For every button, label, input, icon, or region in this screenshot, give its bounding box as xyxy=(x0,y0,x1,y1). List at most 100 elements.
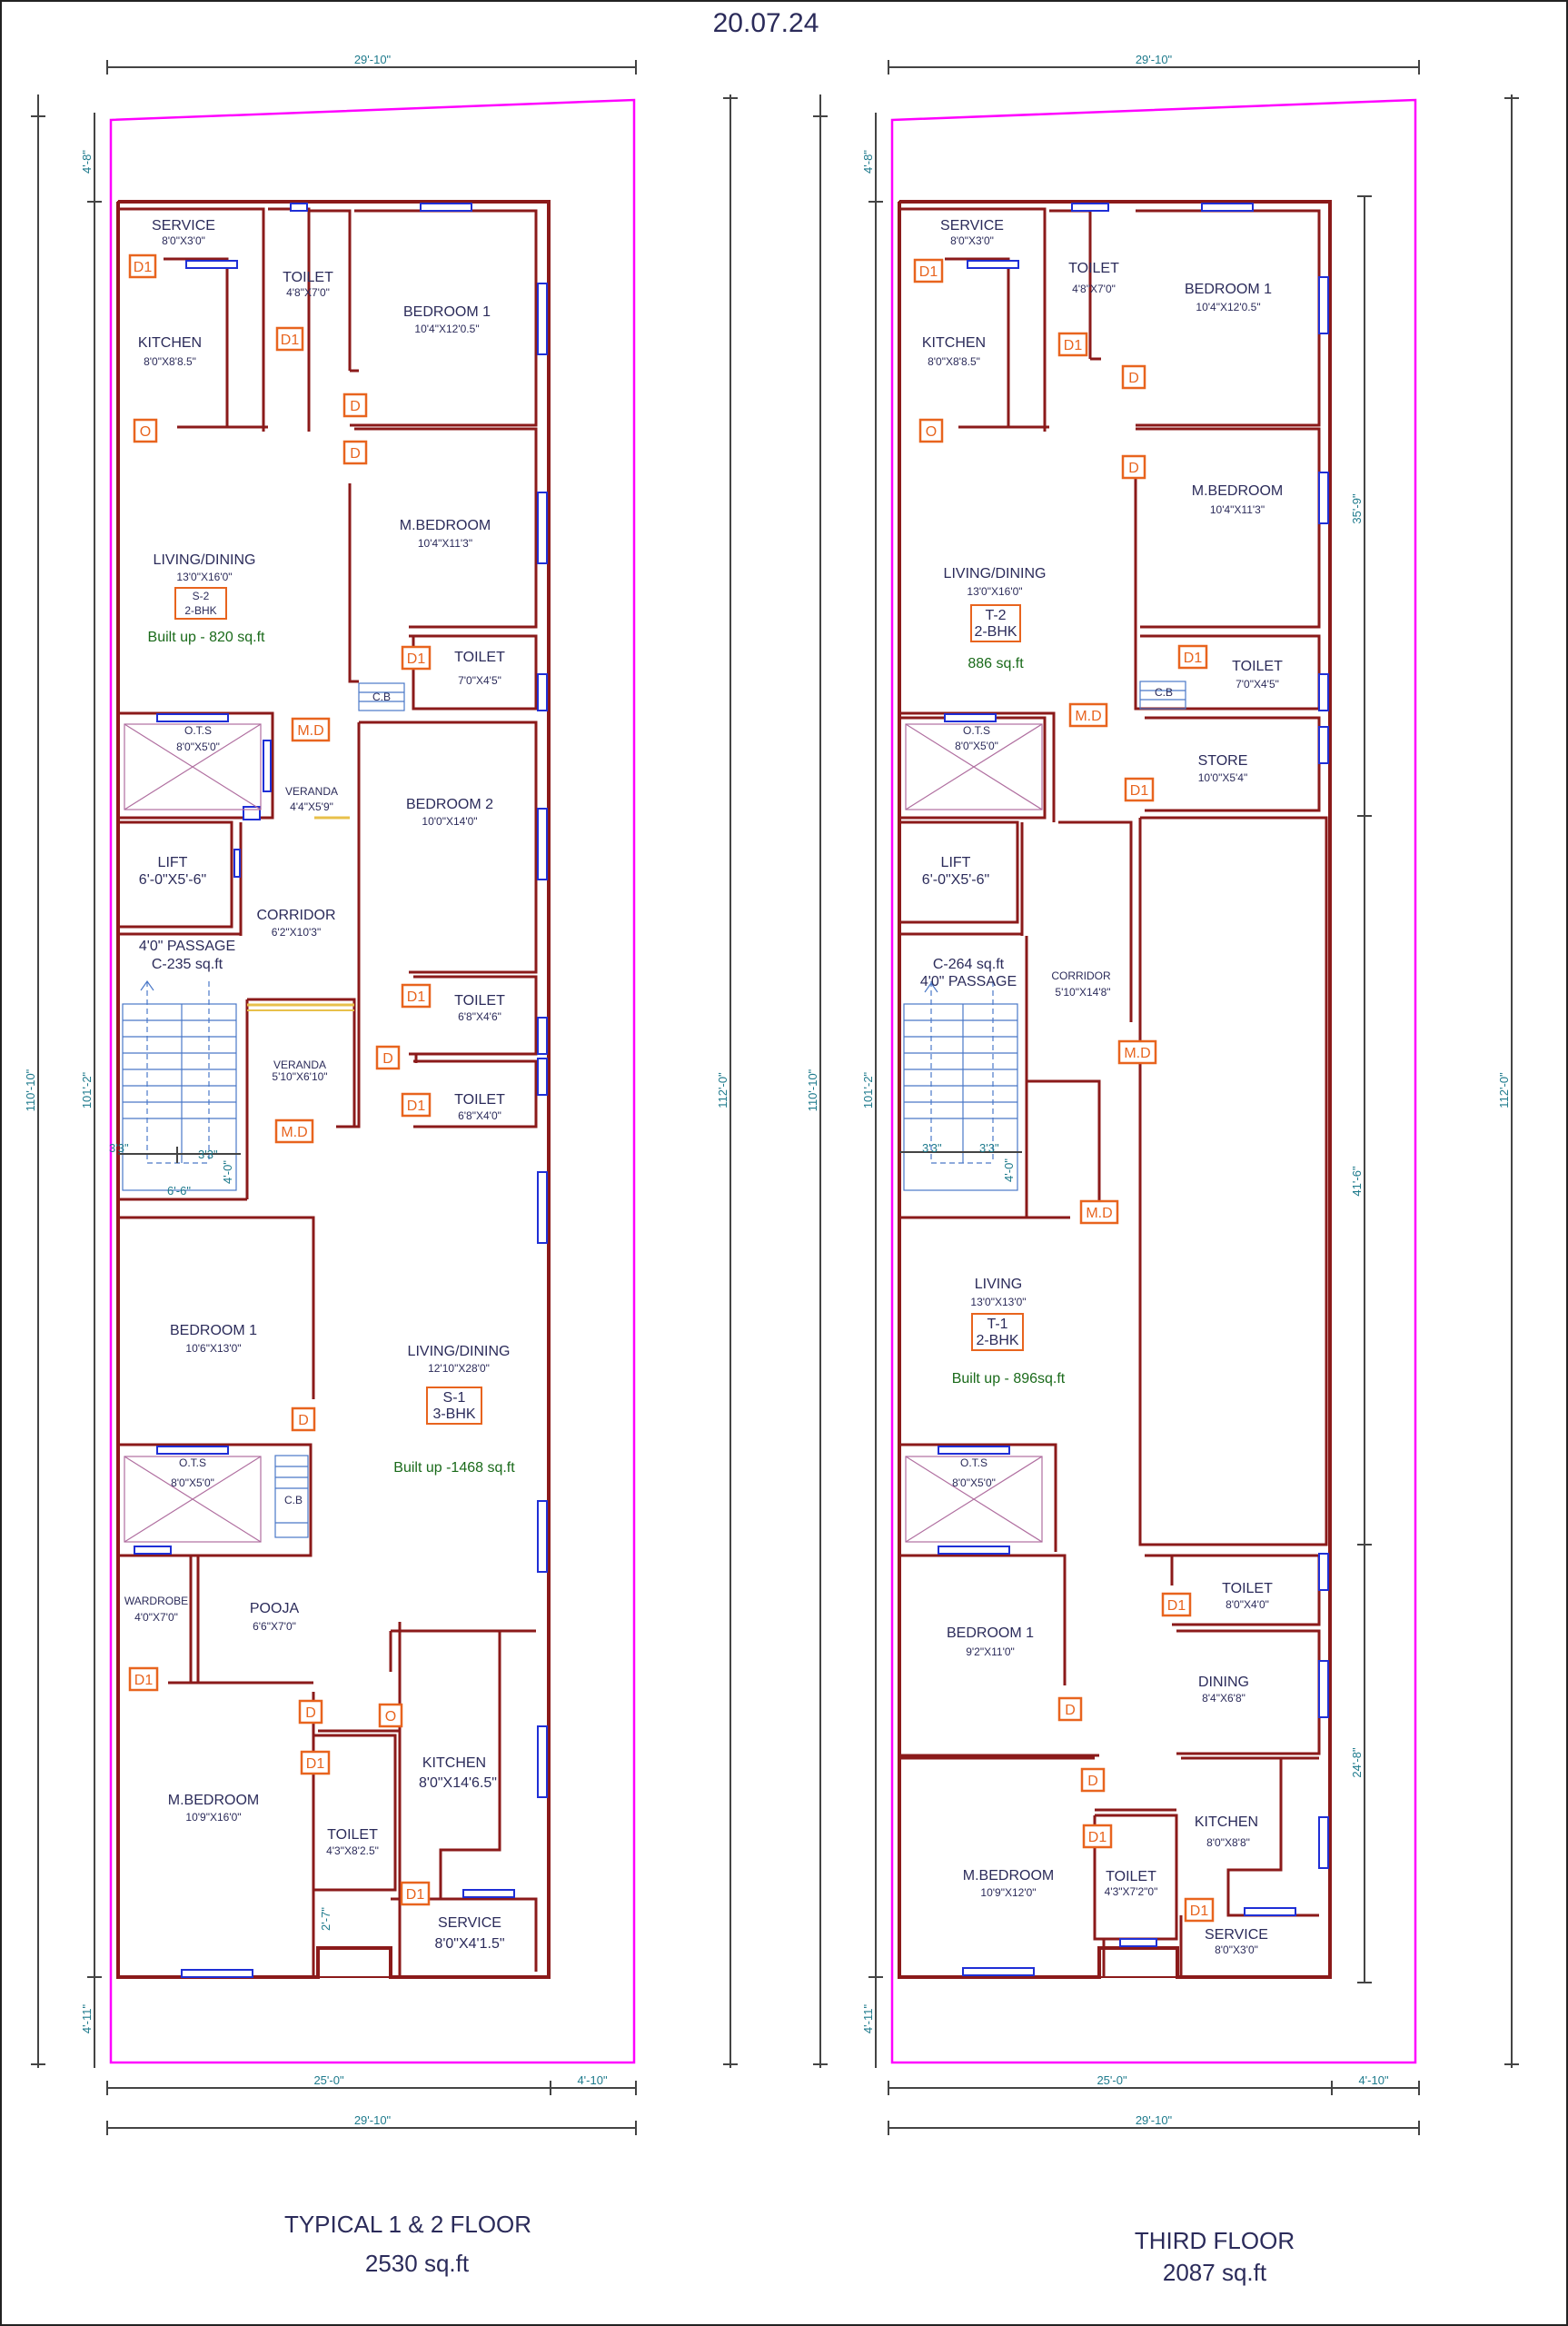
right-ots xyxy=(905,723,1043,1543)
right-dim-stair-a: 3'3" xyxy=(922,1141,942,1155)
right-kitchen-top-name: KITCHEN xyxy=(922,335,986,351)
right-unit-t1-type: 2-BHK xyxy=(976,1333,1018,1348)
left-bedroom1-top-name: BEDROOM 1 xyxy=(403,304,491,320)
door-tag: D1 xyxy=(913,258,944,283)
left-bedroom2-size: 10'0"X14'0" xyxy=(422,815,477,828)
left-unit-s1-type: 3-BHK xyxy=(432,1407,475,1422)
right-kitchen-bot-size: 8'0"X8'8" xyxy=(1206,1836,1250,1849)
svg-text:O: O xyxy=(385,1709,396,1725)
door-tag: D1 xyxy=(1184,1897,1215,1923)
left-dim-setback-top: 4'-8" xyxy=(80,150,94,174)
right-cb: C.B xyxy=(1155,686,1173,699)
right-toilet2-size: 7'0"X4'5" xyxy=(1236,678,1279,691)
left-builtup-s1: Built up -1468 sq.ft xyxy=(393,1460,515,1476)
left-cb2: C.B xyxy=(284,1494,303,1506)
left-mbedroom-top-name: M.BEDROOM xyxy=(400,518,491,533)
right-dim-left-inner: 101'-2" xyxy=(861,1071,875,1108)
right-store-size: 10'0"X5'4" xyxy=(1198,771,1247,784)
left-dim-stair-b: 3'3" xyxy=(198,1148,218,1161)
left-service-bot-size: 8'0"X4'1.5" xyxy=(434,1936,504,1952)
left-interior-walls xyxy=(118,207,538,1977)
left-mbedroom-bot-size: 10'9"X16'0" xyxy=(185,1811,241,1824)
left-dimensions: 29'-10" 25'-0" 4'-10" 29'-10" 110'-10" 1… xyxy=(24,53,738,2135)
right-toilet3-name: TOILET xyxy=(1222,1581,1273,1596)
door-tag: D xyxy=(1121,364,1146,390)
right-toilet1-size: 4'8"X7'0" xyxy=(1072,283,1116,295)
right-dim-stair-b: 3'3" xyxy=(979,1141,999,1155)
left-unit-s2-type: 2-BHK xyxy=(184,604,216,617)
left-lift-size: 6'-0"X5'-6" xyxy=(139,872,206,888)
left-staircase xyxy=(118,682,405,1538)
door-tag: D xyxy=(1121,454,1146,480)
right-kitchen-bot-name: KITCHEN xyxy=(1195,1814,1258,1830)
right-dining-size: 8'4"X6'8" xyxy=(1202,1692,1245,1705)
left-dim-toilet-gap: 2'-7" xyxy=(319,1907,332,1931)
right-living-bot-name: LIVING xyxy=(975,1277,1022,1292)
left-passage-name: 4'0" PASSAGE xyxy=(139,939,235,954)
right-living-bot-size: 13'0"X13'0" xyxy=(970,1296,1026,1308)
right-toilet2-name: TOILET xyxy=(1232,659,1283,674)
main-door-tag: M.D xyxy=(1068,702,1108,728)
door-tag: D1 xyxy=(401,983,432,1009)
left-wardrobe-size: 4'0"X7'0" xyxy=(134,1611,178,1624)
left-bedroom2-name: BEDROOM 2 xyxy=(406,797,493,812)
left-pooja-size: 6'6"X7'0" xyxy=(253,1620,296,1633)
right-lift-size: 6'-0"X5'-6" xyxy=(922,872,989,888)
drawing-date: 20.07.24 xyxy=(713,8,819,38)
door-tag: D xyxy=(342,440,368,465)
svg-text:D: D xyxy=(1087,1774,1098,1789)
left-dim-left-inner: 101'-2" xyxy=(80,1071,94,1108)
right-ots2-size: 8'0"X5'0" xyxy=(952,1476,996,1489)
right-windows xyxy=(938,203,1329,1976)
right-service-top-name: SERVICE xyxy=(940,218,1004,234)
svg-text:D1: D1 xyxy=(1130,783,1149,799)
svg-text:D: D xyxy=(1065,1703,1076,1718)
main-door-tag: M.D xyxy=(1079,1199,1119,1225)
right-toilet3-size: 8'0"X4'0" xyxy=(1226,1598,1269,1611)
svg-text:D1: D1 xyxy=(1064,338,1083,353)
svg-text:M.D: M.D xyxy=(297,723,323,739)
right-floor-plan: 29'-10" 25'-0" 4'-10" 29'-10" 110'-10" 1… xyxy=(806,53,1519,2135)
right-dim-setback-top: 4'-8" xyxy=(861,150,875,174)
svg-text:M.D: M.D xyxy=(281,1125,307,1140)
door-tag: D xyxy=(1057,1696,1083,1722)
right-living-top-size: 13'0"X16'0" xyxy=(967,585,1022,598)
svg-text:D: D xyxy=(350,399,361,414)
right-corridor-name: CORRIDOR xyxy=(1051,969,1111,982)
right-unit-t2-code: T-2 xyxy=(985,608,1006,623)
svg-text:D1: D1 xyxy=(1167,1598,1186,1614)
right-dimensions: 29'-10" 25'-0" 4'-10" 29'-10" 110'-10" 1… xyxy=(806,53,1519,2135)
left-room-labels: SERVICE 8'0"X3'0" TOILET 4'8"X7'0" BEDRO… xyxy=(109,218,515,1952)
right-service-bot-size: 8'0"X3'0" xyxy=(1215,1943,1258,1956)
right-room-labels: SERVICE 8'0"X3'0" TOILET 4'8"X7'0" BEDRO… xyxy=(920,218,1283,1956)
door-tag: D xyxy=(375,1045,401,1070)
right-toilet1-name: TOILET xyxy=(1068,261,1119,276)
left-toilet3-name: TOILET xyxy=(454,993,505,1009)
right-dim-bottom-total: 29'-10" xyxy=(1136,2113,1173,2127)
left-unit-s1-code: S-1 xyxy=(443,1390,466,1406)
right-corridor-size: 5'10"X14'8" xyxy=(1055,986,1110,999)
right-kitchen-top-size: 8'0"X8'8.5" xyxy=(928,355,980,368)
door-tag: D xyxy=(291,1407,316,1432)
right-dim-right: 112'-0" xyxy=(1497,1072,1511,1108)
left-ots1-name: O.T.S xyxy=(184,724,212,737)
right-dim-bottom-a: 25'-0" xyxy=(1097,2073,1127,2087)
right-dim-seg2: 41'-6" xyxy=(1350,1166,1364,1197)
left-toilet3-size: 6'8"X4'6" xyxy=(458,1010,501,1023)
left-ots2-size: 8'0"X5'0" xyxy=(171,1476,214,1489)
left-mbedroom-bot-name: M.BEDROOM xyxy=(168,1793,259,1808)
svg-text:D1: D1 xyxy=(1088,1830,1107,1845)
right-dim-setback-bottom: 4'-11" xyxy=(861,2004,875,2034)
left-living-bot-name: LIVING/DINING xyxy=(408,1344,511,1359)
svg-text:D: D xyxy=(298,1413,309,1428)
door-tag: D1 xyxy=(1177,644,1208,670)
door-tag: D1 xyxy=(128,1666,159,1692)
left-corridor-name: CORRIDOR xyxy=(256,908,335,923)
left-dim-left-outer: 110'-10" xyxy=(24,1069,37,1111)
svg-text:D1: D1 xyxy=(407,1098,426,1114)
left-kitchen-bot-size: 8'0"X14'6.5" xyxy=(419,1775,497,1791)
left-veranda2-name: VERANDA xyxy=(273,1059,326,1071)
svg-text:D1: D1 xyxy=(407,989,426,1005)
